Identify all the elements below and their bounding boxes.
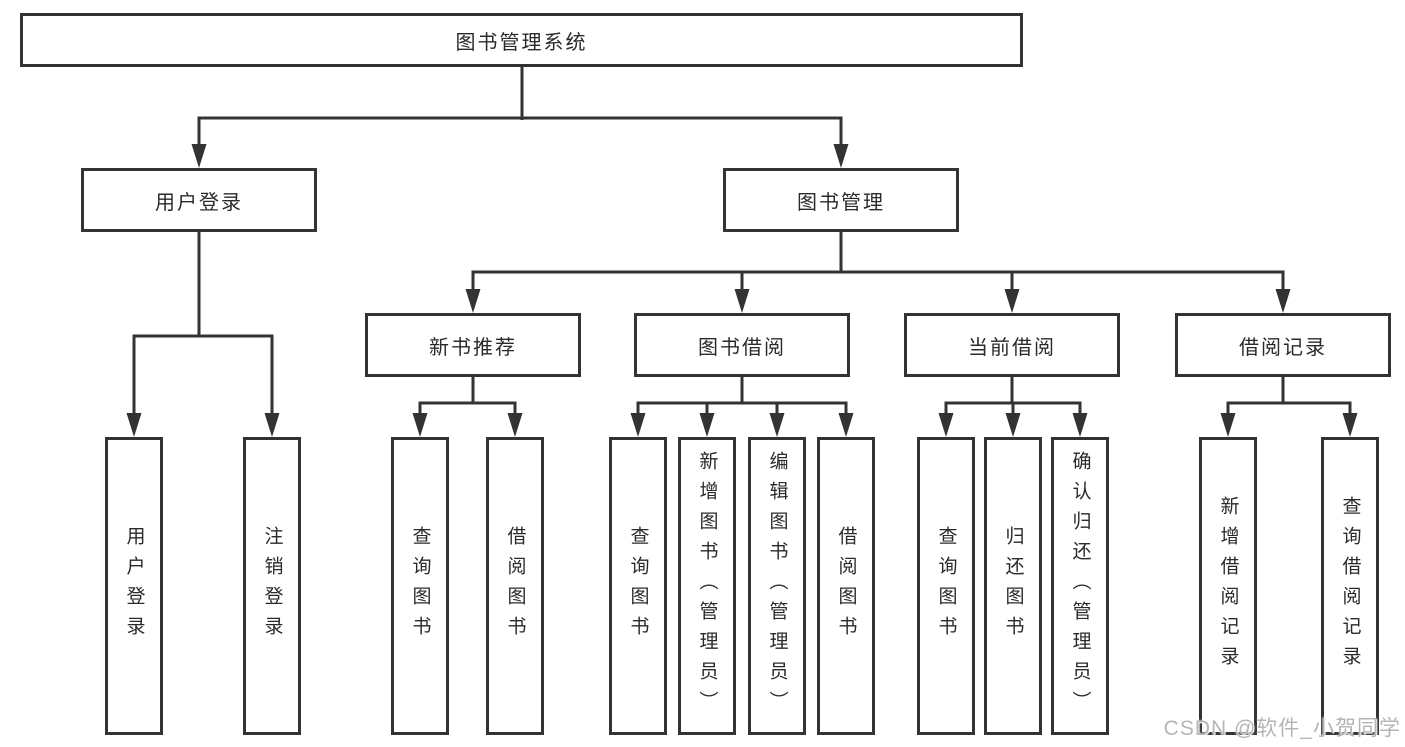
node-leaf-borrow-books: 借阅图书 (817, 437, 875, 735)
node-label: 查询图书 (627, 526, 649, 646)
node-leaf-add-books-admin: 新增图书（管理员） (678, 437, 736, 735)
node-leaf-query-books-recommend: 查询图书 (391, 437, 449, 735)
node-label: 借阅记录 (1239, 336, 1327, 359)
node-leaf-borrow-books-recommend: 借阅图书 (486, 437, 544, 735)
node-new-book-recommend: 新书推荐 (365, 313, 581, 377)
node-label: 查询借阅记录 (1339, 496, 1361, 676)
node-book-borrow: 图书借阅 (634, 313, 850, 377)
node-leaf-return-books: 归还图书 (984, 437, 1042, 735)
csdn-watermark: CSDN @软件_小贺同学 (1163, 717, 1401, 740)
node-label: 用户登录 (155, 191, 243, 214)
node-book-management: 图书管理 (723, 168, 959, 232)
node-label: 归还图书 (1002, 526, 1024, 646)
node-leaf-query-books-current: 查询图书 (917, 437, 975, 735)
node-label: 图书管理系统 (455, 31, 588, 54)
node-leaf-user-login-action: 用户登录 (105, 437, 163, 735)
node-leaf-query-borrow-record: 查询借阅记录 (1321, 437, 1379, 735)
node-leaf-confirm-return-admin: 确认归还（管理员） (1051, 437, 1109, 735)
node-label: 用户登录 (123, 526, 145, 646)
node-label: 图书管理 (797, 191, 885, 214)
node-leaf-logout-action: 注销登录 (243, 437, 301, 735)
node-label: 确认归还（管理员） (1069, 451, 1091, 721)
node-label: 编辑图书（管理员） (766, 451, 788, 721)
node-label: 借阅图书 (504, 526, 526, 646)
node-borrow-records: 借阅记录 (1175, 313, 1391, 377)
node-label: 当前借阅 (968, 336, 1056, 359)
node-current-borrow: 当前借阅 (904, 313, 1120, 377)
node-label: 图书借阅 (698, 336, 786, 359)
node-label: 查询图书 (935, 526, 957, 646)
node-library-management-system: 图书管理系统 (20, 13, 1023, 67)
node-leaf-edit-books-admin: 编辑图书（管理员） (748, 437, 806, 735)
node-user-login: 用户登录 (81, 168, 317, 232)
node-label: 新书推荐 (429, 336, 517, 359)
node-label: 注销登录 (261, 526, 283, 646)
node-label: 新增图书（管理员） (696, 451, 718, 721)
node-label: 新增借阅记录 (1217, 496, 1239, 676)
node-leaf-add-borrow-record: 新增借阅记录 (1199, 437, 1257, 735)
node-leaf-query-books-borrow: 查询图书 (609, 437, 667, 735)
node-label: 借阅图书 (835, 526, 857, 646)
node-label: 查询图书 (409, 526, 431, 646)
